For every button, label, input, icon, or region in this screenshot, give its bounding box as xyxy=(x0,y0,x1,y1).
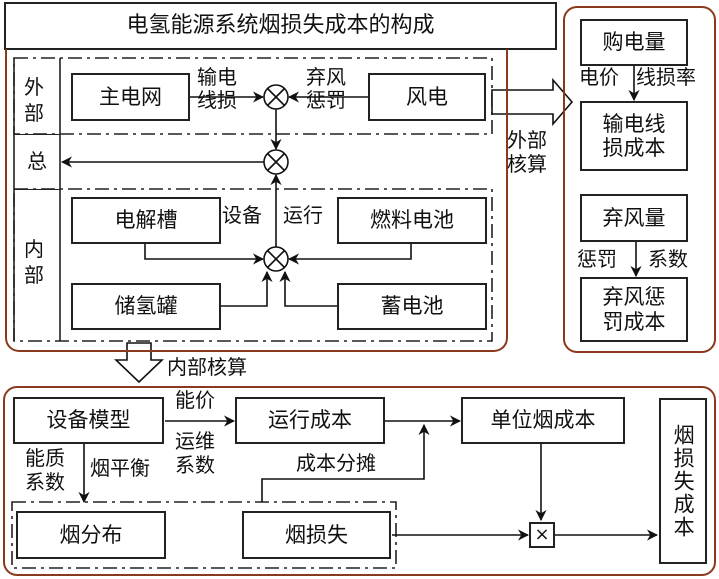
electrolyzer-node: 电解槽 xyxy=(71,197,221,244)
title-banner: 电氢能源系统烟损失成本的构成 xyxy=(4,2,557,50)
equipment-model-label: 设备模型 xyxy=(46,408,131,433)
line-loss-rate-label: 线损率 xyxy=(636,65,696,89)
equipment-model-node: 设备模型 xyxy=(13,397,164,444)
cost-allocation-label: 成本分摊 xyxy=(296,451,376,475)
operation-label: 运行 xyxy=(283,203,323,227)
om-coefficient-line1: 运维 xyxy=(175,429,215,453)
exergy-distribution-node: 烟分布 xyxy=(16,511,166,559)
wind-penalty-line2: 惩罚 xyxy=(306,88,346,112)
arrow-fuel-cell xyxy=(287,244,412,265)
internal-accounting-label: 内部核算 xyxy=(167,355,247,379)
penalty-label: 惩罚 xyxy=(577,247,617,271)
system-panel xyxy=(5,49,508,352)
price-label: 电价 xyxy=(579,65,619,89)
wind-penalty-line1: 弃风 xyxy=(306,65,346,89)
wind-penalty-cost-node: 弃风惩 罚成本 xyxy=(580,277,688,342)
exergy-loss-cost-node: 烟损失成本 xyxy=(659,398,707,564)
external-accounting-line2: 核算 xyxy=(507,152,547,176)
purchased-power-label: 购电量 xyxy=(602,30,666,55)
fuel-cell-label: 燃料电池 xyxy=(370,208,454,233)
wind-penalty-cost-line1: 弃风惩 xyxy=(602,285,666,310)
operation-cost-label: 运行成本 xyxy=(268,408,352,433)
row-label-total: 总 xyxy=(27,149,47,173)
multiply-node: × xyxy=(529,522,555,548)
internal-accounting-arrow xyxy=(114,342,164,384)
exergy-balance-label: 烟平衡 xyxy=(90,456,150,480)
internal-region xyxy=(13,188,493,342)
battery-node: 蓄电池 xyxy=(337,283,487,330)
hydrogen-tank-node: 储氢罐 xyxy=(71,283,221,330)
main-grid-node: 主电网 xyxy=(71,73,190,121)
hydrogen-tank-label: 储氢罐 xyxy=(114,294,178,319)
operation-cost-node: 运行成本 xyxy=(235,397,385,444)
wind-penalty-cost-line2: 罚成本 xyxy=(602,309,666,334)
curtailed-wind-label: 弃风量 xyxy=(602,205,666,230)
transmission-loss-cost-node: 输电线 损成本 xyxy=(580,101,688,171)
battery-label: 蓄电池 xyxy=(380,294,444,319)
row-label-external: 外部 xyxy=(24,74,44,126)
exergy-distribution-label: 烟分布 xyxy=(59,522,123,547)
fuel-cell-node: 燃料电池 xyxy=(337,197,487,244)
energy-quality-line2: 系数 xyxy=(25,470,65,494)
electrolyzer-label: 电解槽 xyxy=(114,208,178,233)
arrow-cost-allocation xyxy=(261,423,430,502)
external-accounting-line1: 外部 xyxy=(507,128,547,152)
arrow-electrolyzer xyxy=(144,244,265,265)
exergy-cost-panel xyxy=(3,386,716,576)
row-label-external-text: 外部 xyxy=(24,75,44,125)
om-coefficient-label: 运维 系数 xyxy=(175,429,215,477)
coefficient-label: 系数 xyxy=(648,247,688,271)
unit-exergy-cost-node: 单位烟成本 xyxy=(461,397,625,444)
energy-quality-line1: 能质 xyxy=(25,446,65,470)
external-accounting-label: 外部 核算 xyxy=(507,128,547,176)
unit-exergy-cost-label: 单位烟成本 xyxy=(490,408,596,433)
transmission-loss-label: 输电 线损 xyxy=(197,66,237,112)
external-accounting-arrow xyxy=(491,77,574,127)
external-accounting-panel xyxy=(563,6,716,353)
exergy-loss-label: 烟损失 xyxy=(285,522,348,547)
transmission-loss-cost-line2: 损成本 xyxy=(602,136,666,160)
exergy-loss-cost-label: 烟损失成本 xyxy=(671,423,696,539)
row-label-internal-text: 内部 xyxy=(24,237,44,287)
wind-penalty-label: 弃风 惩罚 xyxy=(306,66,346,112)
row-divider xyxy=(14,189,60,190)
arrow-battery xyxy=(279,270,337,307)
row-label-internal: 内部 xyxy=(24,236,44,288)
energy-price-label: 能价 xyxy=(175,388,215,412)
curtailed-wind-node: 弃风量 xyxy=(580,194,688,242)
main-grid-label: 主电网 xyxy=(99,84,162,109)
row-divider xyxy=(14,134,60,135)
wind-power-node: 风电 xyxy=(368,73,486,121)
om-coefficient-line2: 系数 xyxy=(175,453,215,477)
title-text: 电氢能源系统烟损失成本的构成 xyxy=(126,13,435,39)
energy-quality-label: 能质 系数 xyxy=(25,446,65,494)
equipment-label: 设备 xyxy=(222,203,262,227)
transmission-loss-line1: 输电 xyxy=(197,65,237,89)
transmission-loss-cost-line1: 输电线 xyxy=(602,111,666,136)
wind-power-label: 风电 xyxy=(406,84,448,109)
purchased-power-node: 购电量 xyxy=(580,19,688,66)
arrow-tank xyxy=(221,270,273,307)
exergy-loss-node: 烟损失 xyxy=(242,511,391,559)
transmission-loss-line2: 线损 xyxy=(197,88,237,112)
multiply-symbol: × xyxy=(534,523,550,545)
